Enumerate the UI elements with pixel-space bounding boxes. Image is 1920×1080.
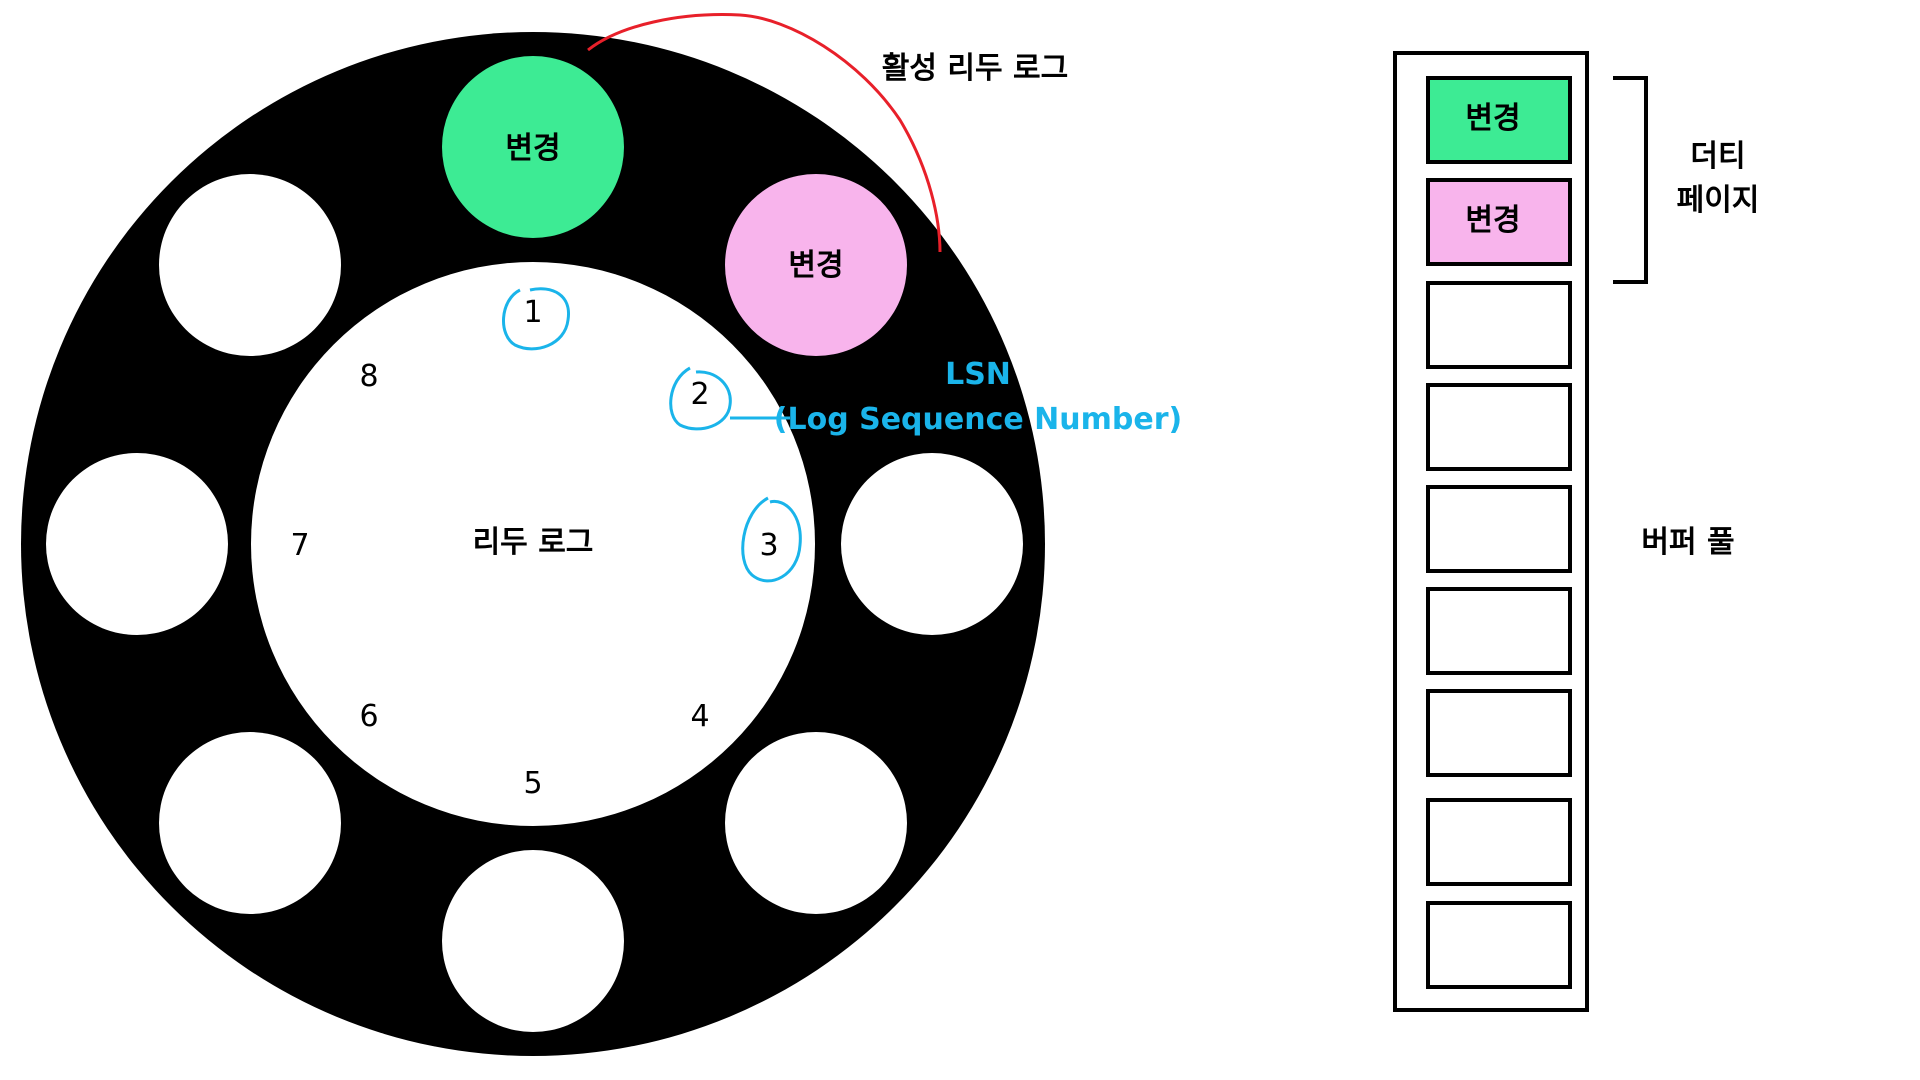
redo-slot-4 bbox=[725, 732, 907, 914]
lsn-highlight-3 bbox=[741, 496, 802, 583]
buffer-page-9 bbox=[1426, 901, 1572, 989]
buffer-page-7 bbox=[1426, 689, 1572, 777]
seq-number-7: 7 bbox=[290, 528, 309, 563]
lsn-full-label: (Log Sequence Number) bbox=[774, 402, 1182, 437]
redo-slot-1 bbox=[442, 56, 624, 238]
redo-slot-5 bbox=[442, 850, 624, 1032]
active-redo-log-label: 활성 리두 로그 bbox=[882, 51, 1069, 86]
seq-number-5: 5 bbox=[523, 766, 542, 801]
buffer-page-2 bbox=[1426, 178, 1572, 266]
buffer-page-3 bbox=[1426, 281, 1572, 369]
buffer-page-6 bbox=[1426, 587, 1572, 675]
seq-number-1: 1 bbox=[523, 295, 542, 330]
slot-2-label: 변경 bbox=[788, 248, 843, 283]
redo-log-center-label: 리두 로그 bbox=[473, 525, 594, 560]
slot-1-label: 변경 bbox=[505, 131, 560, 166]
dirty-page-bracket bbox=[1613, 76, 1648, 284]
lsn-highlight-2 bbox=[669, 366, 732, 431]
redo-log-inner-disc bbox=[251, 262, 815, 826]
seq-number-6: 6 bbox=[359, 699, 378, 734]
buffer-page-1 bbox=[1426, 76, 1572, 164]
buffer-pool-label: 버퍼 풀 bbox=[1641, 525, 1734, 560]
lsn-label: LSN bbox=[945, 357, 1011, 392]
redo-slot-7 bbox=[46, 453, 228, 635]
buffer-page-4 bbox=[1426, 383, 1572, 471]
seq-number-4: 4 bbox=[690, 699, 709, 734]
seq-number-8: 8 bbox=[359, 359, 378, 394]
active-redo-log-arc bbox=[587, 13, 942, 253]
seq-number-2: 2 bbox=[690, 377, 709, 412]
seq-number-3: 3 bbox=[759, 528, 778, 563]
buffer-page-5 bbox=[1426, 485, 1572, 573]
page-2-label: 변경 bbox=[1465, 203, 1520, 238]
redo-slot-6 bbox=[159, 732, 341, 914]
dirty-page-label-line2: 페이지 bbox=[1677, 183, 1760, 218]
redo-slot-3 bbox=[841, 453, 1023, 635]
lsn-highlight-1 bbox=[502, 287, 570, 351]
page-1-label: 변경 bbox=[1465, 101, 1520, 136]
buffer-page-8 bbox=[1426, 798, 1572, 886]
redo-slot-2 bbox=[725, 174, 907, 356]
dirty-page-label-line1: 더티 bbox=[1690, 139, 1745, 174]
redo-slot-8 bbox=[159, 174, 341, 356]
